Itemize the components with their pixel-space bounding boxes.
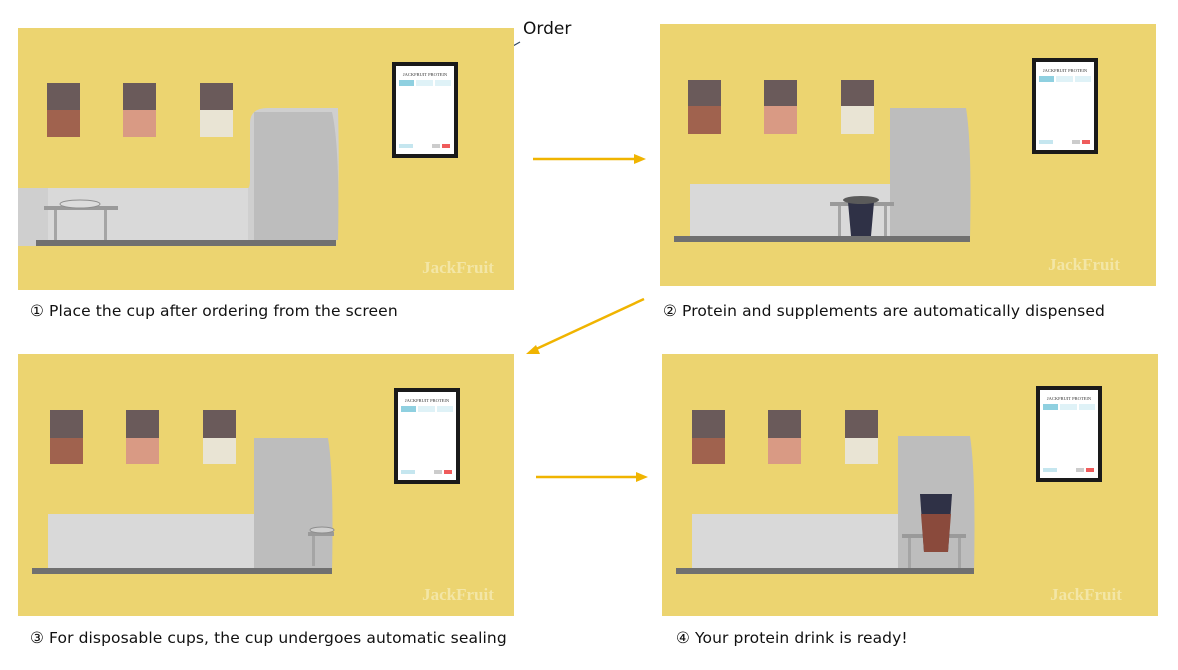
touch-screen: JACKFRUIT PROTEIN: [1032, 58, 1098, 154]
caption-step-2: ② Protein and supplements are automatica…: [663, 302, 1105, 320]
screen-title: JACKFRUIT PROTEIN: [403, 72, 448, 77]
brand-watermark: JackFruit: [422, 258, 494, 277]
svg-text:JackFruit: JackFruit: [422, 585, 494, 604]
arrow-step3-to-step4: [536, 472, 648, 482]
machine-panel-2: JACKFRUIT PROTEIN JackFruit: [660, 24, 1156, 286]
svg-text:JACKFRUIT PROTEIN: JACKFRUIT PROTEIN: [1047, 396, 1092, 401]
touch-screen: JACKFRUIT PROTEIN: [394, 388, 460, 484]
order-label: Order: [523, 19, 572, 39]
arrow-step1-to-step2: [533, 154, 646, 164]
svg-text:JACKFRUIT PROTEIN: JACKFRUIT PROTEIN: [405, 398, 450, 403]
touch-screen: JACKFRUIT PROTEIN: [392, 62, 458, 158]
touch-screen: JACKFRUIT PROTEIN: [1036, 386, 1102, 482]
caption-step-3: ③ For disposable cups, the cup undergoes…: [30, 629, 507, 647]
svg-text:JackFruit: JackFruit: [1050, 585, 1122, 604]
powder-window-strawberry: [123, 83, 156, 137]
powder-window-chocolate: [47, 83, 80, 137]
caption-step-1: ① Place the cup after ordering from the …: [30, 302, 398, 320]
arrow-step2-to-step3: [526, 297, 645, 354]
cup-dispensing: [848, 202, 874, 236]
svg-text:JACKFRUIT PROTEIN: JACKFRUIT PROTEIN: [1043, 68, 1088, 73]
machine-panel-3: JACKFRUIT PROTEIN JackFruit: [18, 354, 514, 616]
machine-panel-1: JACKFRUIT PROTEIN JackFruit: [18, 28, 514, 290]
powder-window-vanilla: [200, 83, 233, 137]
caption-step-4: ④ Your protein drink is ready!: [676, 629, 908, 647]
machine-panel-4: JACKFRUIT PROTEIN JackFruit: [662, 354, 1158, 616]
svg-text:JackFruit: JackFruit: [1048, 255, 1120, 274]
